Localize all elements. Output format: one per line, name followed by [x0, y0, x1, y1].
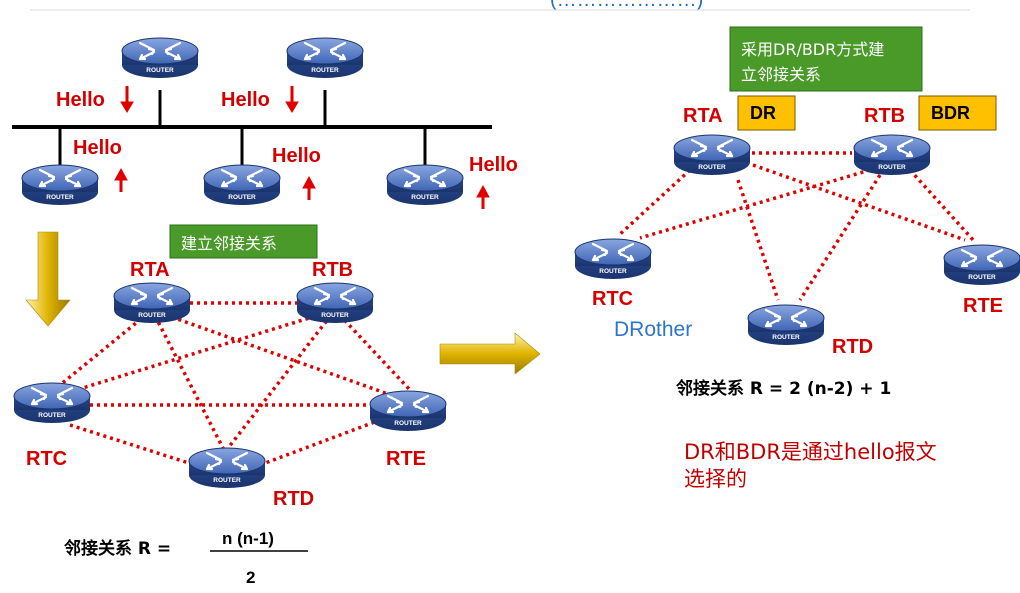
formula-numerator: n (n-1): [222, 529, 274, 548]
dr-bdr-box-line1: 采用DR/BDR方式建: [741, 40, 884, 59]
dr-bdr-box: [729, 26, 923, 92]
router-label-rtd: RTD: [832, 336, 873, 358]
bdr-tag-label: BDR: [931, 103, 970, 123]
adjacency-box: [169, 224, 318, 259]
router-label-rte: RTE: [386, 448, 426, 470]
dr-tag: [737, 95, 796, 131]
up-arrow-icon: [114, 167, 490, 209]
dr-bdr-links: [616, 151, 977, 301]
formula-denominator: 2: [246, 568, 255, 587]
router-label-rtc: RTC: [592, 288, 633, 310]
router-icon: [746, 303, 826, 347]
router-icon: [20, 163, 100, 207]
router-icon: [202, 163, 282, 207]
formula-prefix: 邻接关系 R =: [64, 538, 171, 559]
router-icon: [852, 133, 932, 177]
router-label-rtb: RTB: [864, 105, 905, 127]
router-icon: [573, 237, 653, 281]
adjacency-box-label: 建立邻接关系: [181, 234, 277, 253]
hello-label: Hello: [221, 89, 270, 111]
router-icon: [368, 389, 448, 433]
router-label-rtb: RTB: [312, 259, 353, 281]
dr-bdr-formula: 邻接关系 R = 2 (n-2) + 1: [676, 378, 891, 399]
down-arrow-icon: [25, 231, 71, 327]
right-arrow-icon: [439, 332, 541, 375]
bdr-tag: [918, 95, 997, 131]
router-icon: [672, 133, 752, 177]
hello-label: Hello: [272, 145, 321, 167]
router-icon: [385, 163, 465, 207]
election-note-line2: 选择的: [684, 467, 747, 491]
router-icon: [12, 381, 92, 425]
router-icon: [112, 281, 192, 325]
election-note-line1: DR和BDR是通过hello报文: [684, 440, 937, 464]
dr-bdr-diagram: 采用DR/BDR方式建 立邻接关系 RTA RTB RTC RTE RTD DR…: [573, 26, 1020, 399]
down-arrow-icon: [120, 86, 299, 113]
router-icon: [285, 36, 365, 80]
dr-bdr-box-line2: 立邻接关系: [741, 65, 821, 84]
election-note: DR和BDR是通过hello报文 选择的: [684, 439, 937, 493]
router-icon: [187, 446, 267, 490]
hello-label: Hello: [56, 89, 105, 111]
full-mesh-formula: 邻接关系 R = n (n-1) 2: [64, 529, 308, 587]
hello-label: Hello: [469, 154, 518, 176]
hello-label: Hello: [73, 137, 122, 159]
dr-tag-label: DR: [750, 103, 776, 123]
router-label-rta: RTA: [130, 259, 170, 281]
broadcast-segment: Hello Hello Hello Hello Hello: [12, 36, 518, 209]
router-label-rta: RTA: [683, 105, 723, 127]
router-icon: [120, 36, 200, 80]
drother-label: DRother: [614, 318, 692, 341]
router-icon: [942, 243, 1020, 287]
mesh-links: [58, 301, 412, 467]
full-mesh-diagram: 建立邻接关系 RTA RTB RTC RTE RTD: [12, 224, 448, 510]
router-label-rtd: RTD: [273, 488, 314, 510]
router-icon: [295, 281, 375, 325]
router-label-rte: RTE: [963, 295, 1003, 317]
header-partial: (…………………): [550, 0, 703, 11]
router-label-rtc: RTC: [26, 448, 67, 470]
